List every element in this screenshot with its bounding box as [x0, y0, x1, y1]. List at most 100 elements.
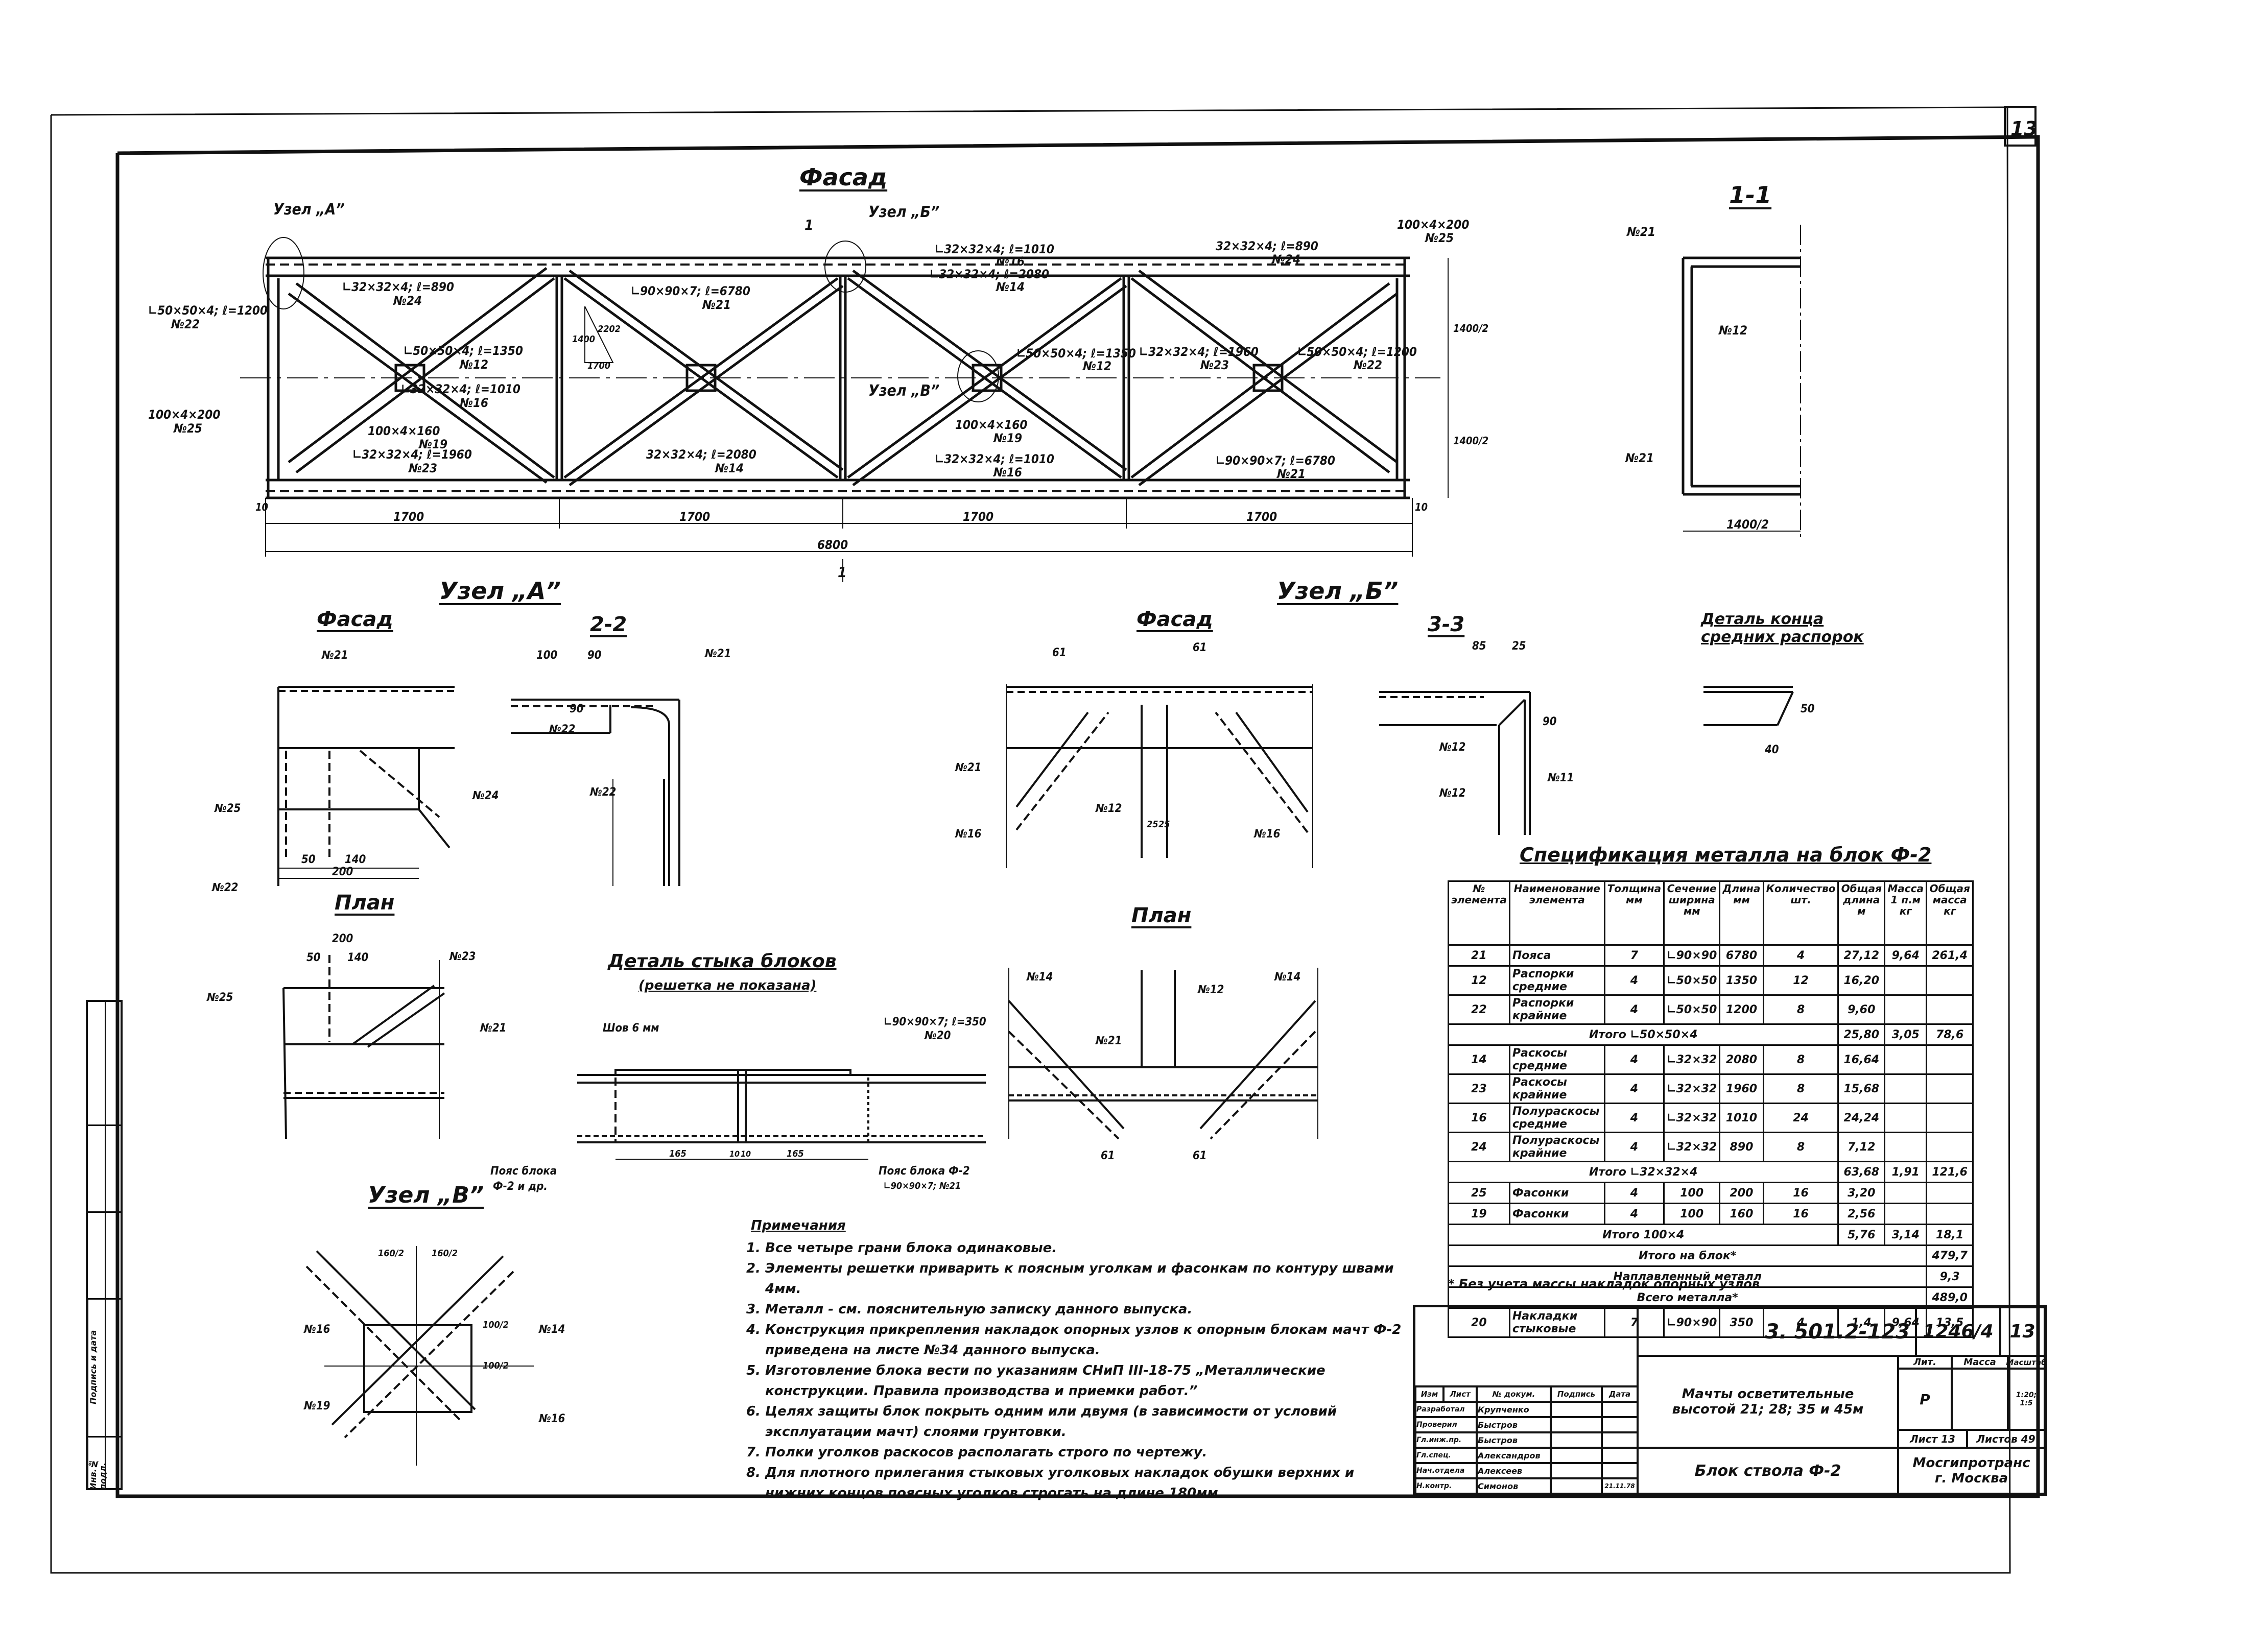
callout-text: 100×4×160	[955, 418, 1027, 432]
organization: Мосгипротранс г. Москва	[1898, 1448, 2045, 1494]
side-stamp-divider	[88, 1124, 121, 1126]
node-b-plan-drawing	[1008, 968, 1318, 1140]
node-b-facade-mark: №12	[1095, 802, 1122, 815]
node-a-plan-mark: №23	[449, 950, 476, 963]
staff-signature	[1551, 1448, 1602, 1463]
rev-header-sign: Подпись	[1551, 1386, 1602, 1402]
cell-total-length: 15,68	[1837, 1073, 1886, 1104]
section-mark-1-bottom: 1	[838, 564, 847, 581]
node-b-plan-dim: 61	[1101, 1150, 1115, 1162]
cell-no: 24	[1448, 1132, 1510, 1162]
cell-subtotal-label: Итого ∟50×50×4	[1447, 1023, 1839, 1046]
project-title-line-1: Мачты осветительные	[1682, 1386, 1854, 1402]
node-v-mark: №14	[538, 1323, 565, 1336]
cell-subtotal-label: Итого ∟32×32×4	[1447, 1161, 1839, 1183]
rev-header-list: Лист	[1443, 1386, 1477, 1402]
callout-text: ∟90×90×7; ℓ=6780	[1216, 453, 1335, 468]
note-item: Металл - см. пояснительную записку данно…	[765, 1299, 1415, 1320]
callout-mark: №23	[408, 461, 437, 475]
node-b-callout: Узел „Б”	[868, 203, 939, 221]
callout-mark: №24	[1271, 252, 1300, 267]
side-stamp-label: Инв.№ подл.	[87, 1439, 108, 1490]
cell-section: ∟32×32	[1663, 1073, 1721, 1104]
staff-date: 21.11.78	[1602, 1478, 1638, 1494]
staff-role: Гл.инж.пр.	[1415, 1432, 1477, 1448]
cell-total-mass: 261,4	[1926, 944, 1974, 967]
callout-mark: №16	[996, 254, 1025, 269]
strut-detail-dim: 50	[1801, 703, 1815, 715]
cell-qty: 4	[1762, 944, 1839, 967]
spec-header-row: № элемента Наименование элемента Толщина…	[1448, 880, 1974, 946]
node-b-dim: 25	[1147, 819, 1158, 830]
node-b-plan-title: План	[1131, 904, 1192, 927]
callout-mark: №21	[1276, 467, 1306, 481]
rev-header-date: Дата	[1602, 1386, 1638, 1402]
left-chord-label-2: Ф-2 и др.	[493, 1180, 548, 1193]
cell-qty: 8	[1762, 1073, 1839, 1104]
cell-length: 2080	[1719, 1044, 1764, 1075]
node-b-facade-drawing	[1006, 684, 1313, 868]
cell-total-length: 3,20	[1837, 1182, 1886, 1204]
cell-mass-pm: 9,64	[1884, 944, 1928, 967]
callout-mark: №12	[459, 357, 488, 372]
table-row: 16 Полураскосы средние 4 ∟32×32 1010 24 …	[1448, 1103, 1974, 1133]
staff-role: Проверил	[1415, 1417, 1477, 1432]
left-chord-label: Пояс блока	[490, 1165, 557, 1178]
node-a-section-mark: №22	[549, 723, 575, 736]
cell-length: 200	[1719, 1182, 1764, 1204]
cell-length: 1960	[1719, 1073, 1764, 1104]
cell-section: ∟50×50	[1663, 965, 1721, 996]
cell-total-mass: 13,5	[1926, 1307, 1974, 1338]
cell-thickness: 4	[1603, 1132, 1665, 1162]
staff-date	[1602, 1463, 1638, 1478]
node-b-section-mark: №12	[1439, 741, 1465, 754]
dim-panel-3: 1700	[963, 510, 993, 524]
side-stamp: Инв.№ подл. Подпись и дата	[86, 1000, 123, 1490]
dim-panel-4: 1700	[1246, 510, 1277, 524]
cell-name: Раскосы крайние	[1508, 1073, 1605, 1104]
staff-signature	[1551, 1402, 1602, 1417]
cell-total-length: 16,20	[1837, 965, 1886, 996]
cell-name: Раскосы средние	[1508, 1044, 1605, 1075]
col-qty: Количество шт.	[1762, 880, 1839, 946]
block-joint-drawing	[577, 1069, 986, 1160]
cell-thickness: 4	[1603, 965, 1665, 996]
node-v-mark: №19	[303, 1400, 330, 1412]
node-v-dim: 100/2	[483, 1360, 509, 1371]
staff-date	[1602, 1448, 1638, 1463]
cell-total-length: 1,4	[1837, 1307, 1886, 1338]
cell-mass-pm	[1884, 1203, 1928, 1225]
node-a-dim: 200	[332, 866, 353, 878]
cell-section: ∟90×90	[1663, 1307, 1721, 1338]
sheet-number: 13	[2000, 1307, 2045, 1356]
scale-value: 1:20; 1:5	[2008, 1369, 2045, 1430]
cell-total-mass	[1926, 994, 1974, 1025]
cell-name: Фасонки	[1508, 1182, 1605, 1204]
sheet-title: Блок ствола Ф-2	[1638, 1448, 1898, 1494]
callout-text: ∟32×32×4; ℓ=1960	[1139, 345, 1259, 359]
block-joint-labels: Шов 6 мм ∟90×90×7; ℓ=350 №20 Пояс блока …	[490, 1016, 986, 1193]
cell-total-length: 5,76	[1837, 1224, 1886, 1246]
cell-section: 100	[1663, 1203, 1721, 1225]
dim-half-height-bottom: 1400/2	[1453, 435, 1488, 447]
cell-no: 12	[1448, 965, 1510, 996]
cell-total-length: 27,12	[1837, 944, 1886, 967]
table-row: 19 Фасонки 4 100 160 16 2,56	[1448, 1203, 1974, 1225]
strut-end-detail-title: Деталь конца средних распорок	[1701, 610, 1864, 646]
section-mark-1: 1	[804, 217, 814, 233]
block-joint-subtitle: (решетка не показана)	[638, 978, 817, 993]
corner-sheet-number: 13	[2010, 117, 2038, 140]
table-row: 25 Фасонки 4 100 200 16 3,20	[1448, 1182, 1974, 1204]
cell-subtotal-label: Итого 100×4	[1447, 1224, 1839, 1246]
section-2-2-title: 2-2	[590, 613, 627, 636]
section-2-2-drawing	[511, 699, 680, 886]
cell-length: 350	[1719, 1307, 1764, 1338]
node-a-section-dim: 100	[536, 649, 558, 662]
cell-total-label: Итого на блок*	[1447, 1244, 1928, 1267]
note-item: Элементы решетки приварить к поясным уго…	[765, 1258, 1415, 1299]
table-row: 21 Пояса 7 ∟90×90 6780 4 27,12 9,64 261,…	[1448, 944, 1974, 967]
node-v-labels: №16 №14 №19 №16 160/2 160/2 100/2 100/2	[303, 1248, 565, 1425]
section-3-3-title: 3-3	[1428, 613, 1465, 636]
callout-text: ∟90×90×7; ℓ=6780	[631, 284, 750, 298]
